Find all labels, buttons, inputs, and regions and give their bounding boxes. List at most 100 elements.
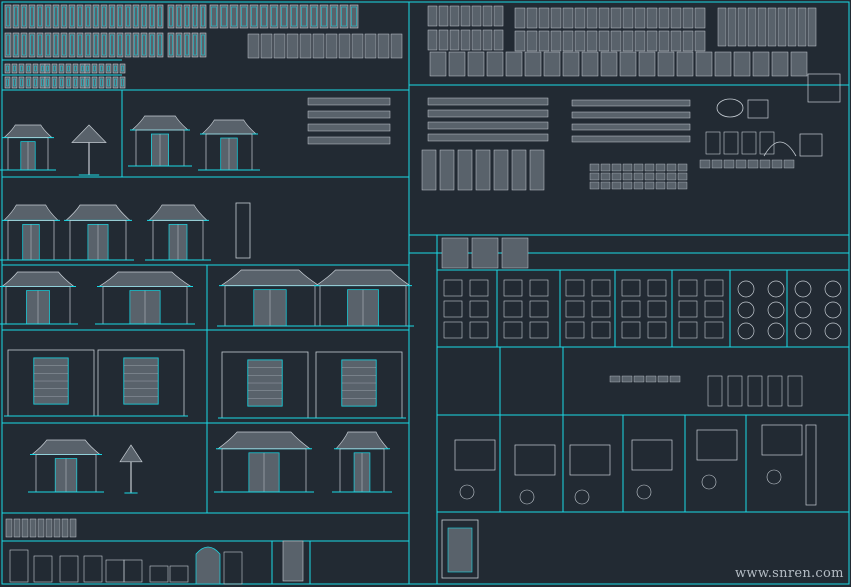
bracket (727, 375, 743, 407)
panel-inset (81, 78, 84, 87)
tile (562, 51, 580, 77)
panel-inset (150, 34, 154, 56)
roof (31, 439, 101, 455)
window (747, 99, 769, 119)
panel (108, 4, 116, 29)
panel (299, 4, 309, 29)
tile (733, 51, 751, 77)
panel (58, 76, 65, 89)
building-elevation (28, 439, 104, 493)
window (469, 300, 489, 318)
tile (694, 7, 706, 29)
panel (156, 32, 164, 58)
frieze (427, 133, 549, 142)
window (704, 321, 724, 339)
carved-panel (351, 33, 364, 59)
tile (787, 7, 797, 47)
panel (132, 32, 140, 58)
panel (92, 32, 100, 58)
small-tile (759, 159, 771, 169)
tile (714, 51, 732, 77)
tile (757, 7, 767, 47)
panel-inset (6, 78, 9, 87)
small-panel (45, 518, 53, 538)
panel-inset (13, 78, 16, 87)
tile (562, 30, 574, 52)
small-panel (29, 518, 37, 538)
panel (51, 63, 58, 74)
tile (467, 51, 485, 77)
tile (646, 7, 658, 29)
tile (610, 30, 622, 52)
panel (349, 4, 359, 29)
bracket (767, 375, 783, 407)
panel-inset (22, 34, 26, 56)
panel (72, 76, 79, 89)
carved-panel (312, 33, 325, 59)
panel (65, 76, 72, 89)
panel-inset (27, 78, 30, 87)
detail-sheet (514, 444, 556, 476)
window (503, 321, 523, 339)
panel (259, 4, 269, 29)
panel-inset (126, 6, 130, 27)
panel-inset (30, 34, 34, 56)
panel-inset (93, 65, 96, 72)
small-tile (611, 172, 622, 181)
panel-inset (94, 6, 98, 27)
panel-inset (221, 6, 227, 27)
window (591, 279, 611, 297)
panel (44, 76, 51, 89)
panel-inset (107, 78, 110, 87)
bracket (747, 375, 763, 407)
panel (91, 76, 98, 89)
panel-inset (67, 78, 70, 87)
building-elevation (95, 271, 195, 325)
tall-panel (493, 149, 509, 191)
panel-inset (185, 34, 189, 56)
tile (493, 29, 504, 51)
rail-piece (621, 375, 633, 383)
panel (112, 76, 119, 89)
building-elevation (332, 431, 392, 493)
tile (493, 5, 504, 27)
panel-inset (142, 6, 146, 27)
ornament-strip (307, 97, 391, 106)
small-tile (771, 159, 783, 169)
panel (76, 4, 84, 29)
panel-inset (107, 65, 110, 72)
tile (448, 51, 466, 77)
panel-inset (14, 34, 18, 56)
round-window (824, 280, 842, 298)
tile (658, 30, 670, 52)
panel-inset (6, 6, 10, 27)
tile (737, 7, 747, 47)
panel (140, 4, 148, 29)
panel (239, 4, 249, 29)
detail-sheet (569, 444, 611, 476)
panel-inset (211, 6, 217, 27)
panel-inset (126, 34, 130, 56)
door-frame (441, 519, 479, 579)
carved-panel (377, 33, 390, 59)
panel-inset (110, 6, 114, 27)
frieze (571, 111, 691, 119)
small-tile (666, 181, 677, 190)
building-elevation (214, 431, 314, 493)
panel (52, 4, 60, 29)
tile (486, 51, 504, 77)
panel (12, 32, 20, 58)
tile (574, 7, 586, 29)
panel-inset (34, 65, 37, 72)
small-tile (644, 163, 655, 172)
window (443, 300, 463, 318)
lattice-sample (471, 237, 499, 269)
door-elevation (149, 565, 169, 583)
panel (183, 4, 191, 29)
panel (65, 63, 72, 74)
small-panel (21, 518, 29, 538)
panel (72, 63, 79, 74)
panel-inset (100, 78, 103, 87)
window (705, 131, 721, 155)
detail-sheet (454, 439, 496, 471)
